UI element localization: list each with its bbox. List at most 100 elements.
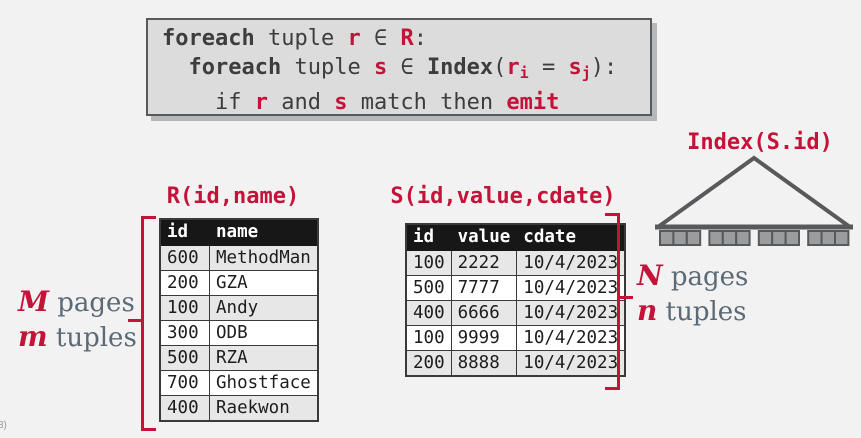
code-segment: r: [347, 26, 361, 51]
s-table-title: S(id,value,cdate): [390, 184, 616, 209]
table-cell: RZA: [208, 345, 319, 371]
annotation-text: tuples: [47, 323, 137, 353]
table-cell: 600: [159, 245, 210, 271]
r-table-title: R(id,name): [166, 184, 300, 209]
table-cell: 100: [405, 325, 452, 351]
table-cell: 100: [159, 295, 210, 321]
leaf-page-square: [771, 230, 787, 246]
annotation-text: pages: [49, 288, 135, 318]
annotation-variable: N: [637, 259, 663, 292]
table-cell: 10/4/2023: [516, 250, 626, 276]
annotation-line: n tuples: [637, 294, 748, 329]
column-header: name: [208, 218, 319, 246]
r-table-brace-tick: [128, 319, 142, 322]
table-cell: 6666: [450, 300, 518, 326]
table-cell: 500: [159, 345, 210, 371]
code-segment: R: [400, 26, 414, 51]
r-table-brace: [141, 216, 156, 431]
code-segment: foreach: [188, 55, 282, 80]
code-segment: tuple: [281, 55, 374, 80]
table-cell: 200: [159, 270, 210, 296]
table-cell: 400: [405, 300, 452, 326]
table-cell: 2222: [450, 250, 518, 276]
code-segment: and: [267, 90, 335, 115]
code-line: foreach tuple r ∈ R:: [162, 24, 634, 53]
annotation-text: pages: [662, 262, 749, 292]
leaf-page-square: [708, 230, 724, 246]
code-segment: s: [568, 55, 582, 80]
table-cell: MethodMan: [208, 245, 319, 271]
code-segment: [162, 55, 189, 80]
annotation-variable: n: [637, 294, 658, 327]
table-cell: 8888: [450, 350, 518, 377]
table-cell: 9999: [450, 325, 518, 351]
s-table-brace-tick: [618, 296, 633, 299]
table-cell: 500: [405, 275, 452, 301]
code-segment: s: [334, 90, 348, 115]
code-segment: r: [506, 55, 520, 80]
code-segment: j: [581, 64, 591, 82]
index-tree-diagram: [655, 155, 853, 246]
table-cell: 200: [405, 350, 452, 377]
code-segment: Index: [426, 55, 494, 80]
column-header: cdate: [516, 223, 626, 251]
table-cell: 7777: [450, 275, 518, 301]
code-segment: (: [493, 55, 507, 80]
leaf-page-square: [735, 230, 751, 246]
index-leaf-pages: [659, 230, 850, 246]
code-segment: i: [519, 64, 529, 82]
leaf-page-square: [685, 230, 702, 246]
table-cell: Andy: [208, 295, 319, 321]
table-cell: Ghostface: [208, 370, 319, 396]
code-line: foreach tuple s ∈ Index(ri = sj):: [162, 53, 634, 88]
code-segment: s: [373, 55, 388, 80]
code-segment: ∈: [387, 55, 427, 80]
code-segment: :: [413, 26, 427, 51]
leaf-page-square: [672, 230, 688, 246]
code-line: if r and s match then emit: [162, 88, 634, 117]
slide-number: 3): [0, 420, 7, 431]
code-segment: =: [528, 55, 569, 80]
code-segment: if: [162, 90, 255, 115]
leaf-page-square: [807, 230, 823, 246]
annotation-line: m tuples: [18, 320, 137, 355]
table-cell: 300: [159, 320, 210, 346]
leaf-page-square: [757, 230, 774, 246]
code-segment: ∈: [360, 26, 401, 51]
annotation-line: M pages: [18, 285, 137, 320]
index-title: Index(S.id): [687, 130, 833, 155]
table-cell: ODB: [208, 320, 319, 346]
table-cell: 10/4/2023: [516, 325, 626, 351]
table-cell: 400: [159, 395, 210, 422]
code-segment: tuple: [254, 26, 348, 51]
leaf-page-square: [820, 230, 837, 246]
table-cell: 10/4/2023: [516, 300, 626, 326]
annotation-text: tuples: [657, 297, 747, 327]
table-cell: 700: [159, 370, 210, 396]
s-table-brace: [605, 213, 620, 390]
table-cell: 10/4/2023: [516, 350, 626, 377]
leaf-page-square: [784, 230, 801, 246]
code-segment: emit: [506, 90, 560, 115]
annotation-line: N pages: [637, 259, 748, 294]
column-header: value: [450, 223, 518, 251]
annotation-variable: m: [18, 320, 48, 353]
column-header: id: [405, 223, 452, 251]
code-segment: r: [254, 90, 268, 115]
table-cell: Raekwon: [208, 395, 319, 422]
